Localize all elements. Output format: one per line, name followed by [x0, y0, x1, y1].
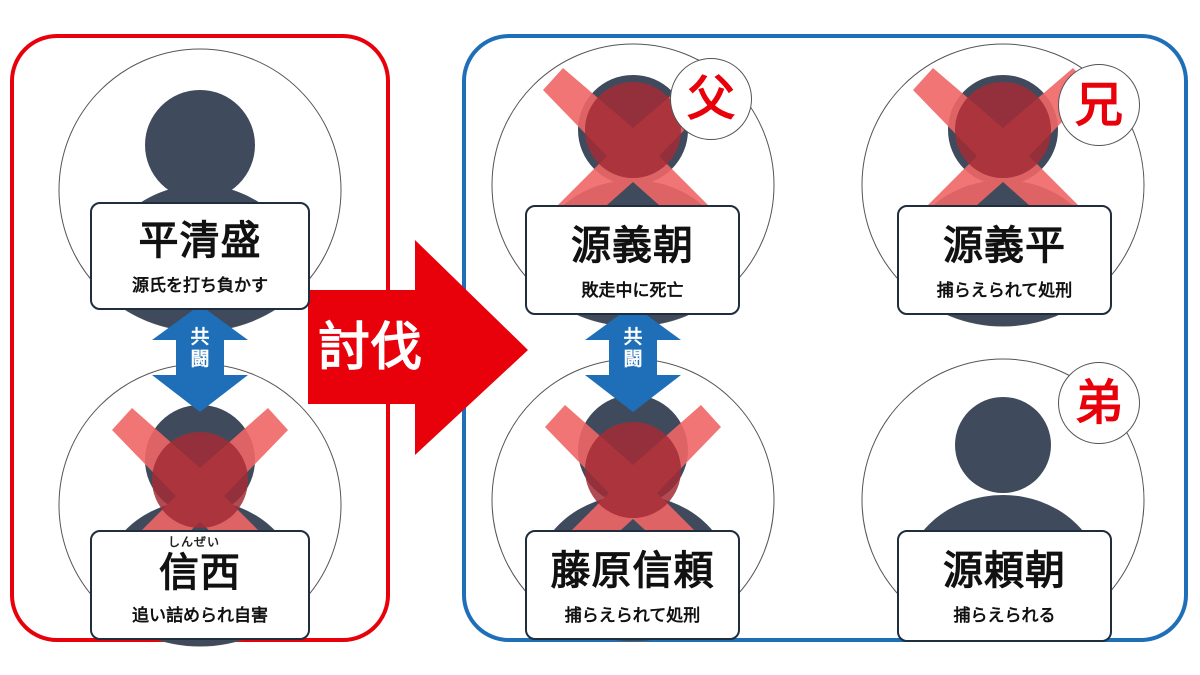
- person-fate: 捕らえられて処刑: [936, 281, 1073, 301]
- person-fate: 捕らえられて処刑: [564, 606, 701, 626]
- yoshihira-card: 源義平 捕らえられて処刑: [897, 205, 1112, 315]
- person-head-icon: [145, 90, 255, 200]
- person-fate: 捕らえられる: [953, 606, 1056, 626]
- person-name: 藤原信頼: [550, 548, 715, 594]
- person-name: 源義平: [943, 223, 1066, 269]
- attack-arrow: [308, 240, 528, 455]
- person-name: 源頼朝: [943, 548, 1066, 594]
- relation-badge-father: 父: [670, 58, 752, 140]
- yoritomo-card: 源頼朝 捕らえられる: [897, 530, 1112, 642]
- person-name: 信西: [159, 550, 241, 596]
- alliance-label-heike: 共闘: [190, 326, 210, 370]
- cross-mark-icon: [913, 68, 1093, 244]
- person-fate: 追い詰められ自害: [132, 606, 268, 626]
- alliance-arrow-genji: [585, 305, 681, 412]
- person-name: 平清盛: [138, 218, 262, 264]
- relation-badge-elder-brother: 兄: [1058, 64, 1140, 146]
- relation-badge-younger-brother: 弟: [1058, 362, 1140, 444]
- yoshitomo-card: 源義朝 敗走中に死亡: [525, 205, 740, 315]
- person-fate: 敗走中に死亡: [581, 281, 684, 301]
- alliance-label-genji: 共闘: [623, 326, 643, 370]
- nobuyori-card: 藤原信頼 捕らえられて処刑: [525, 530, 740, 640]
- alliance-arrow-heike: [152, 305, 248, 412]
- kiyomori-card: 平清盛 源氏を打ち負かす: [90, 202, 310, 310]
- attack-label: 討伐: [318, 318, 423, 378]
- person-name: 源義朝: [571, 223, 694, 269]
- shinzei-ruby: しんぜい: [168, 535, 221, 549]
- person-fate: 源氏を打ち負かす: [132, 276, 268, 296]
- shinzei-card: 信西 追い詰められ自害: [90, 530, 310, 640]
- person-head-icon: [955, 397, 1051, 493]
